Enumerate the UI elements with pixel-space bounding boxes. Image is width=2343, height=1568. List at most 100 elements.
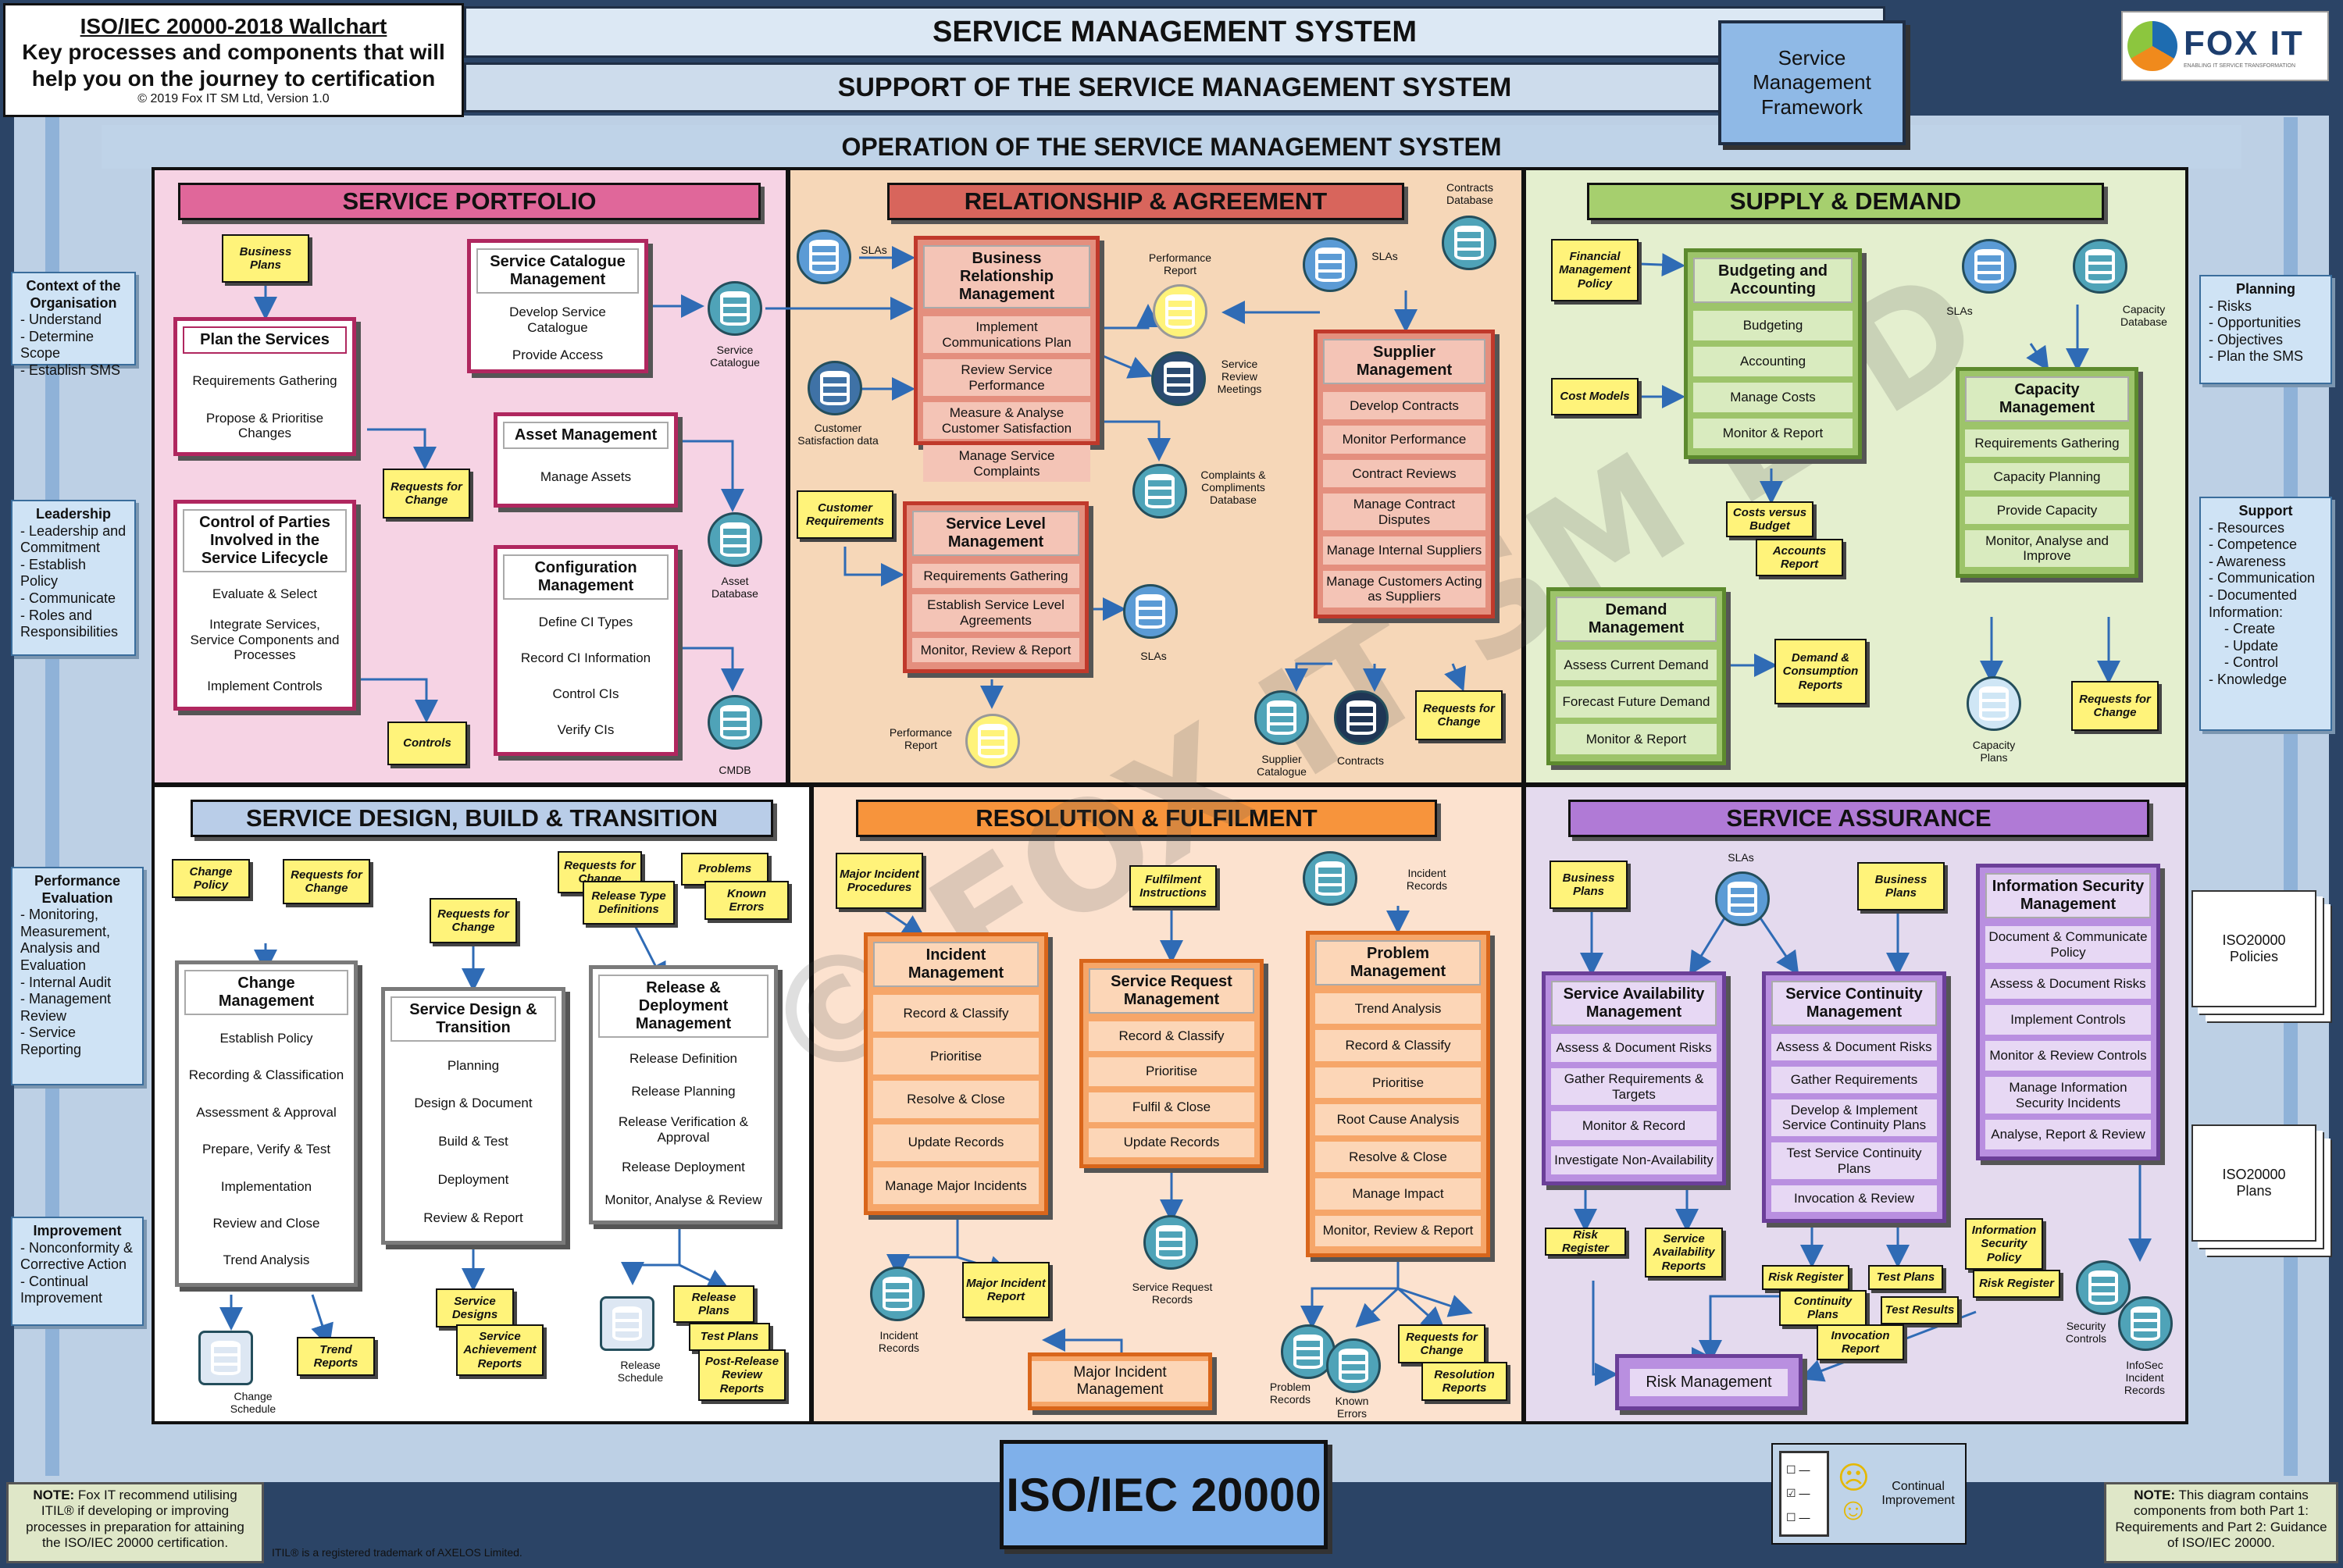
catalogue-process[interactable]: Service Catalogue Management Develop Ser… (467, 239, 648, 373)
process-item: Verify CIs (557, 722, 615, 738)
process-item: Implement Controls (207, 678, 323, 693)
sdbt-process[interactable]: Service Design & Transition Planning Des… (381, 987, 565, 1245)
major-incident-box[interactable]: Major Incident Management (1028, 1352, 1212, 1410)
process-item: Develop & Implement Service Continuity P… (1771, 1099, 1937, 1136)
infosec-policy-note: Information Security Policy (1965, 1218, 2043, 1270)
continuity-process[interactable]: Service Continuity Management Assess & D… (1762, 971, 1946, 1223)
change-schedule-icon (198, 1331, 253, 1385)
iso-title-box[interactable]: ISO/IEC 20000 (1000, 1440, 1328, 1549)
process-item: Manage Impact (1315, 1178, 1481, 1210)
process-item: Update Records (1089, 1128, 1254, 1157)
capacity-db-label: Capacity Database (2120, 303, 2167, 329)
process-item: Release Deployment (622, 1160, 745, 1175)
process-item: Monitor, Review & Report (912, 637, 1079, 662)
note-right: NOTE: This diagram contains components f… (2104, 1482, 2338, 1563)
supplier-catalogue-label: Supplier Catalogue (1257, 753, 1307, 779)
wallchart-title: ISO/IEC 20000-2018 Wallchart (80, 14, 387, 39)
availability-process[interactable]: Service Availability Management Assess &… (1542, 971, 1726, 1185)
leadership-title: Leadership (35, 506, 112, 522)
process-item: Release Planning (631, 1084, 736, 1099)
controls-note: Controls (387, 722, 467, 765)
release-process[interactable]: Release & Deployment Management Release … (589, 965, 778, 1224)
process-item: Provide Capacity (1965, 496, 2129, 524)
risk-register-3-note: Risk Register (1973, 1270, 2060, 1298)
plan-services-process[interactable]: Plan the Services Requirements Gathering… (173, 317, 356, 456)
contracts-icon (1334, 690, 1389, 745)
supplier-process[interactable]: Supplier Management Develop Contracts Mo… (1314, 330, 1495, 618)
framework-box[interactable]: Service Management Framework (1718, 20, 1906, 145)
control-parties-process[interactable]: Control of Parties Involved in the Servi… (173, 500, 356, 711)
rfc-capacity-note: Requests for Change (2071, 681, 2159, 731)
release-schedule-label: Release Schedule (617, 1359, 664, 1384)
problem-process[interactable]: Problem Management Trend Analysis Record… (1306, 931, 1490, 1257)
process-item: Invocation & Review (1771, 1185, 1937, 1212)
rfc-supplier-note: Requests for Change (1415, 690, 1503, 740)
mi-report-note: Major Incident Report (962, 1262, 1050, 1318)
slm-process[interactable]: Service Level Management Requirements Ga… (903, 501, 1089, 673)
checklist-icon: ☐ ⎯⎯☑ ⎯⎯☐ ⎯⎯ (1779, 1451, 1830, 1537)
financial-policy-note: Financial Management Policy (1551, 239, 1639, 301)
performance-item: - Management Review (20, 991, 112, 1024)
change-process[interactable]: Change Management Establish Policy Recor… (175, 960, 358, 1287)
resolution-reports-note: Resolution Reports (1421, 1362, 1507, 1401)
support-title: Support (2238, 503, 2293, 519)
process-item: Trend Analysis (1315, 993, 1481, 1025)
foxit-logo: FOX IT ENABLING IT SERVICE TRANSFORMATIO… (2121, 11, 2329, 81)
process-item: Record & Classify (1315, 1030, 1481, 1061)
rfc-change-note: Requests for Change (283, 859, 370, 904)
rfc-design-note: Requests for Change (430, 898, 517, 943)
customer-satisfaction-label: Customer Satisfaction data (797, 422, 879, 447)
process-title: Asset Management (503, 422, 669, 449)
incident-process[interactable]: Incident Management Record & Classify Pr… (864, 932, 1048, 1215)
plans-doc-label: ISO20000 Plans (2222, 1167, 2286, 1199)
slas-supply-label: SLAs (1946, 305, 1973, 317)
request-process[interactable]: Service Request Management Record & Clas… (1079, 959, 1264, 1168)
wallchart-subtitle: Key processes and components that will h… (22, 40, 445, 91)
risk-register-2-note: Risk Register (1762, 1265, 1849, 1290)
capacity-plans-label: Capacity Plans (1972, 739, 2016, 764)
cmdb-icon (708, 695, 762, 750)
process-item: Deployment (437, 1172, 509, 1188)
left-column-bar (45, 117, 59, 1476)
slas-supply-icon (1962, 239, 2017, 294)
infosec-records-icon (2118, 1296, 2173, 1351)
support-band: SUPPORT OF THE SERVICE MANAGEMENT SYSTEM (464, 62, 1885, 112)
customer-satisfaction-icon (808, 361, 862, 415)
infosec-process[interactable]: Information Security Management Document… (1976, 864, 2160, 1160)
plans-doc[interactable]: ISO20000 Plans (2191, 1124, 2316, 1242)
change-policy-note: Change Policy (172, 859, 250, 898)
demand-process[interactable]: Demand Management Assess Current Demand … (1546, 587, 1726, 765)
capacity-process[interactable]: Capacity Management Requirements Gatheri… (1956, 367, 2138, 578)
budget-process[interactable]: Budgeting and Accounting Budgeting Accou… (1684, 248, 1862, 459)
risk-management-box[interactable]: Risk Management (1615, 1354, 1803, 1410)
process-item: Prioritise (873, 1038, 1039, 1075)
process-title: Service Design & Transition (390, 996, 556, 1042)
asset-process[interactable]: Asset Management Manage Assets (494, 412, 678, 508)
improvement-panel: Improvement - Nonconformity & Corrective… (11, 1217, 144, 1326)
leadership-panel: Leadership - Leadership and Commitment -… (11, 500, 136, 656)
process-title: Capacity Management (1965, 376, 2129, 422)
major-incident-label: Major Incident Management (1032, 1361, 1208, 1402)
release-defs-note: Release Type Definitions (583, 881, 675, 925)
policies-doc[interactable]: ISO20000 Policies (2191, 890, 2316, 1007)
process-title: Information Security Management (1985, 873, 2151, 918)
invocation-report-note: Invocation Report (1817, 1324, 1904, 1360)
process-item: Assess & Document Risks (1551, 1034, 1717, 1063)
improvement-title: Improvement (33, 1223, 122, 1238)
process-item: Release Definition (629, 1051, 737, 1067)
problem-records-label: Problem Records (1269, 1381, 1311, 1406)
policies-doc-label: ISO20000 Policies (2222, 932, 2286, 964)
context-panel: Context of the Organisation - Understand… (11, 272, 136, 378)
infosec-records-label: InfoSec Incident Records (2124, 1359, 2166, 1397)
process-item: Requirements Gathering (1965, 429, 2129, 457)
context-item: - Understand (20, 312, 102, 328)
business-plans-2-note: Business Plans (1550, 861, 1628, 909)
costs-budget-note: Costs versus Budget (1726, 501, 1813, 537)
config-process[interactable]: Configuration Management Define CI Types… (494, 545, 678, 756)
process-item: Root Cause Analysis (1315, 1104, 1481, 1135)
mi-procedures-note: Major Incident Procedures (836, 853, 923, 909)
rfc-note: Requests for Change (383, 469, 470, 519)
process-item: Record CI Information (520, 650, 651, 666)
brm-process[interactable]: Business Relationship Management Impleme… (914, 236, 1100, 483)
post-release-note: Post-Release Review Reports (698, 1349, 786, 1401)
